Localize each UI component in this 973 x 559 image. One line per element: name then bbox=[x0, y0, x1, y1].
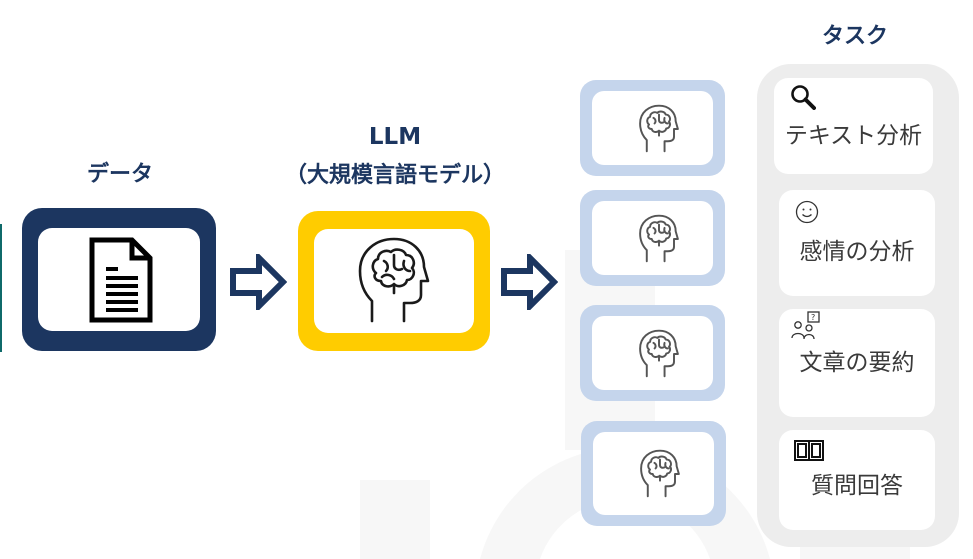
arrow-right-icon bbox=[230, 254, 287, 310]
brain-head-icon bbox=[639, 104, 679, 153]
model-box-inner bbox=[593, 432, 714, 515]
brain-head-icon bbox=[640, 449, 680, 498]
brain-head-icon bbox=[639, 329, 679, 378]
book-icon bbox=[794, 440, 824, 461]
task-label-text: テキスト分析 bbox=[784, 123, 923, 149]
document-icon bbox=[89, 237, 153, 323]
llm-frame-inner bbox=[314, 229, 474, 333]
model-box-inner bbox=[592, 91, 713, 165]
model-box bbox=[580, 190, 725, 286]
model-box bbox=[580, 305, 725, 401]
smiley-icon bbox=[795, 200, 819, 224]
brain-head-icon bbox=[639, 214, 679, 263]
data-frame bbox=[22, 208, 216, 351]
arrow-right-icon bbox=[501, 254, 558, 310]
task-label-text: 質問回答 bbox=[811, 473, 903, 499]
task-label: タスク bbox=[821, 24, 888, 49]
task-card-sentiment: 感情の分析 bbox=[779, 190, 935, 296]
model-box bbox=[581, 421, 726, 526]
llm-subtitle: （大規模言語モデル） bbox=[284, 163, 505, 188]
left-accent-bar bbox=[0, 224, 2, 352]
model-box-inner bbox=[592, 201, 713, 275]
llm-label: LLM bbox=[368, 124, 422, 150]
brain-head-icon bbox=[358, 237, 430, 323]
task-card-summary: ? 文章の要約 bbox=[779, 309, 935, 417]
task-card-qa: 質問回答 bbox=[779, 430, 935, 530]
data-frame-inner bbox=[38, 228, 200, 331]
data-label: データ bbox=[86, 162, 153, 187]
task-card-text-analysis: テキスト分析 bbox=[774, 78, 933, 174]
svg-text:?: ? bbox=[811, 313, 815, 322]
model-box bbox=[580, 80, 725, 176]
model-box-inner bbox=[592, 316, 713, 390]
task-label-text: 感情の分析 bbox=[799, 239, 915, 265]
magnifier-icon bbox=[791, 85, 816, 110]
llm-frame bbox=[298, 211, 490, 351]
people-question-icon: ? bbox=[791, 311, 820, 340]
task-label-text: 文章の要約 bbox=[799, 350, 915, 376]
